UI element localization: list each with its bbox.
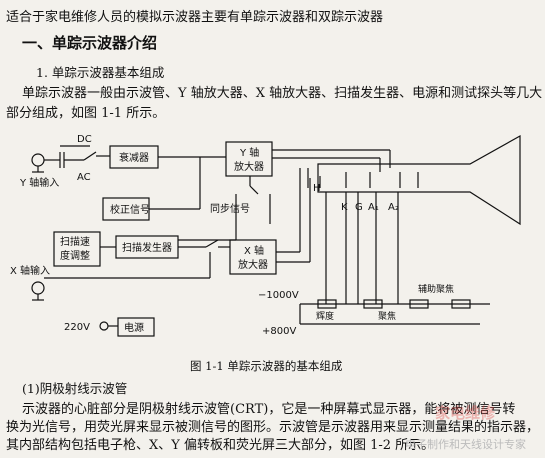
plus-voltage-label: +800V xyxy=(262,326,296,337)
paragraph-1-line-2: 部分组成，如图 1-1 所示。 xyxy=(6,106,166,121)
g-label: G xyxy=(355,202,363,213)
paragraph-1-line-1: 单踪示波器一般由示波管、Y 轴放大器、X 轴放大器、扫描发生器、电源和测试探头等… xyxy=(22,86,543,101)
aux-focus-label: 辅助聚焦 xyxy=(418,283,454,295)
v220-label: 220V xyxy=(64,322,90,333)
y-input-terminal xyxy=(31,153,45,167)
watermark-text: 电子制作和天线设计专家 xyxy=(405,438,526,451)
power-box xyxy=(117,317,155,337)
paragraph-2-line-3: 其内部结构包括电子枪、X、Y 偏转板和荧光屏三大部分，如图 1-2 所示。 xyxy=(6,438,435,453)
a1-label: A₁ xyxy=(368,202,379,213)
paragraph-2-line-2: 换为光信号，用荧光屏来显示被测信号的图形。示波管是示波器用来显示测量结果的指示器… xyxy=(6,420,540,435)
y-input-label: Y 轴输入 xyxy=(19,176,59,189)
k-label: K xyxy=(341,202,348,213)
x-amplifier-box xyxy=(229,239,277,275)
subsection-title: 1. 单踪示波器基本组成 xyxy=(36,65,165,80)
focus-label: 聚焦 xyxy=(378,310,396,322)
calibration-label: 校正信号 xyxy=(110,203,150,216)
x-input-terminal xyxy=(31,281,45,295)
minus-voltage-label: −1000V xyxy=(258,290,299,301)
section-title: 一、单踪示波器介绍 xyxy=(22,34,158,52)
a2-label: A₂ xyxy=(388,202,399,213)
x-amp-label-2: 放大器 xyxy=(238,258,268,271)
sweep-generator-label: 扫描发生器 xyxy=(122,241,172,254)
y-amp-label-2: 放大器 xyxy=(234,160,264,173)
watermark-logo: 家电维修 xyxy=(435,404,496,422)
brightness-label: 辉度 xyxy=(316,310,334,322)
paragraph-2-line-1: 示波器的心脏部分是阴极射线示波管(CRT)，它是一种屏幕式显示器，能将被测信号转 xyxy=(22,402,516,417)
x-input-label: X 轴输入 xyxy=(10,264,50,277)
figure-caption: 图 1-1 单踪示波器的基本组成 xyxy=(190,359,343,373)
sweep-speed-label-1: 扫描速 xyxy=(60,235,90,248)
x-amp-label-1: X 轴 xyxy=(244,244,264,257)
sweep-speed-box xyxy=(53,231,101,267)
intro-text: 适合于家电维修人员的模拟示波器主要有单踪示波器和双踪示波器 xyxy=(6,10,384,25)
h-label: H xyxy=(313,183,321,194)
sweep-speed-label-2: 度调整 xyxy=(60,249,90,262)
power-label: 电源 xyxy=(124,321,144,334)
dc-label: DC xyxy=(77,134,92,145)
oscilloscope-block-diagram: DC AC Y 轴输入 衰减器 Y 轴 放大器 校正信号 同步信号 扫描速 度调… xyxy=(10,134,521,337)
power-plug xyxy=(99,321,109,331)
y-amplifier-box xyxy=(225,141,273,177)
ac-label: AC xyxy=(77,172,91,183)
y-amp-label-1: Y 轴 xyxy=(239,146,259,159)
subsubsection-title: (1)阴极射线示波管 xyxy=(22,381,128,396)
sync-label: 同步信号 xyxy=(210,203,250,215)
attenuator-label: 衰减器 xyxy=(119,151,149,164)
crt-tube xyxy=(317,134,521,226)
